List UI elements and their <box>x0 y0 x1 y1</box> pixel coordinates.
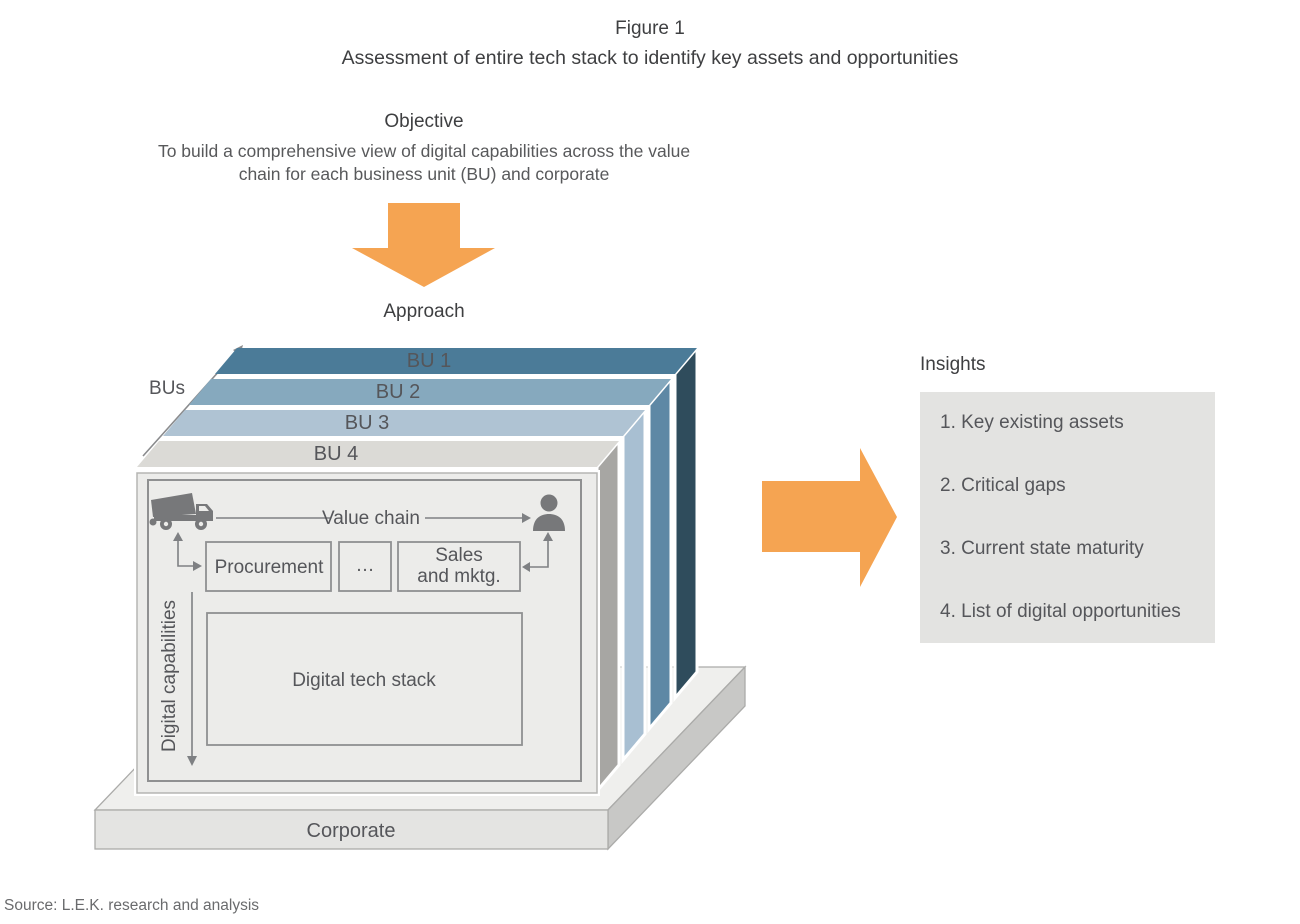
bu2-label: BU 2 <box>376 381 420 403</box>
source-note: Source: L.E.K. research and analysis <box>4 897 260 914</box>
procurement-box <box>205 541 332 592</box>
bu1-label: BU 1 <box>407 350 451 372</box>
ellipsis-label: … <box>356 555 375 576</box>
bu1-layer-band <box>215 348 697 374</box>
bu3-label: BU 3 <box>345 412 389 434</box>
value-chain-label: Value chain <box>322 508 420 529</box>
insights-panel: 1. Key existing assets 2. Critical gaps … <box>920 392 1215 643</box>
tech-stack-box <box>206 612 523 746</box>
objective-text: To build a comprehensive view of digital… <box>157 141 691 184</box>
figure-title: Assessment of entire tech stack to ident… <box>341 47 959 69</box>
right-arrow-icon <box>762 448 897 587</box>
corporate-base-front <box>94 809 609 850</box>
value-chain-arrowhead-icon <box>522 513 531 523</box>
bu1-side-face <box>673 343 699 703</box>
sales-label-line1: Sales <box>435 545 483 566</box>
insight-item: 4. List of digital opportunities <box>940 600 1181 622</box>
down-arrow-icon <box>352 203 495 287</box>
approach-heading: Approach <box>383 301 465 322</box>
bu3-side-face <box>621 405 647 765</box>
truck-icon <box>149 493 213 530</box>
sales-label-line2: and mktg. <box>417 566 500 587</box>
front-panel-inner-border <box>147 479 582 782</box>
bu3-layer-band <box>163 410 645 436</box>
figure-label: Figure 1 <box>615 18 685 39</box>
insight-item: 2. Critical gaps <box>940 475 1066 497</box>
procurement-label: Procurement <box>215 557 324 578</box>
corporate-label: Corporate <box>307 820 396 842</box>
insight-item: 3. Current state maturity <box>940 537 1144 559</box>
insight-item: 1. Key existing assets <box>940 412 1124 434</box>
sales-box <box>397 541 521 592</box>
insights-heading: Insights <box>920 354 986 375</box>
bu2-side-face <box>647 374 673 734</box>
inbound-elbow-arrow <box>173 532 202 571</box>
digital-capabilities-label: Digital capabilities <box>159 600 180 752</box>
bu4-side-face <box>595 436 621 796</box>
bu4-label: BU 4 <box>314 443 358 465</box>
outbound-elbow-arrow <box>522 532 553 572</box>
ellipsis-box <box>338 541 392 592</box>
person-icon <box>533 494 565 531</box>
bus-axis-label: BUs <box>149 378 185 399</box>
digital-capabilities-arrowhead-icon <box>187 756 197 766</box>
tech-stack-label: Digital tech stack <box>292 670 436 691</box>
objective-heading: Objective <box>384 111 464 132</box>
bu2-layer-band <box>189 379 671 405</box>
bu4-layer-band <box>137 441 619 467</box>
